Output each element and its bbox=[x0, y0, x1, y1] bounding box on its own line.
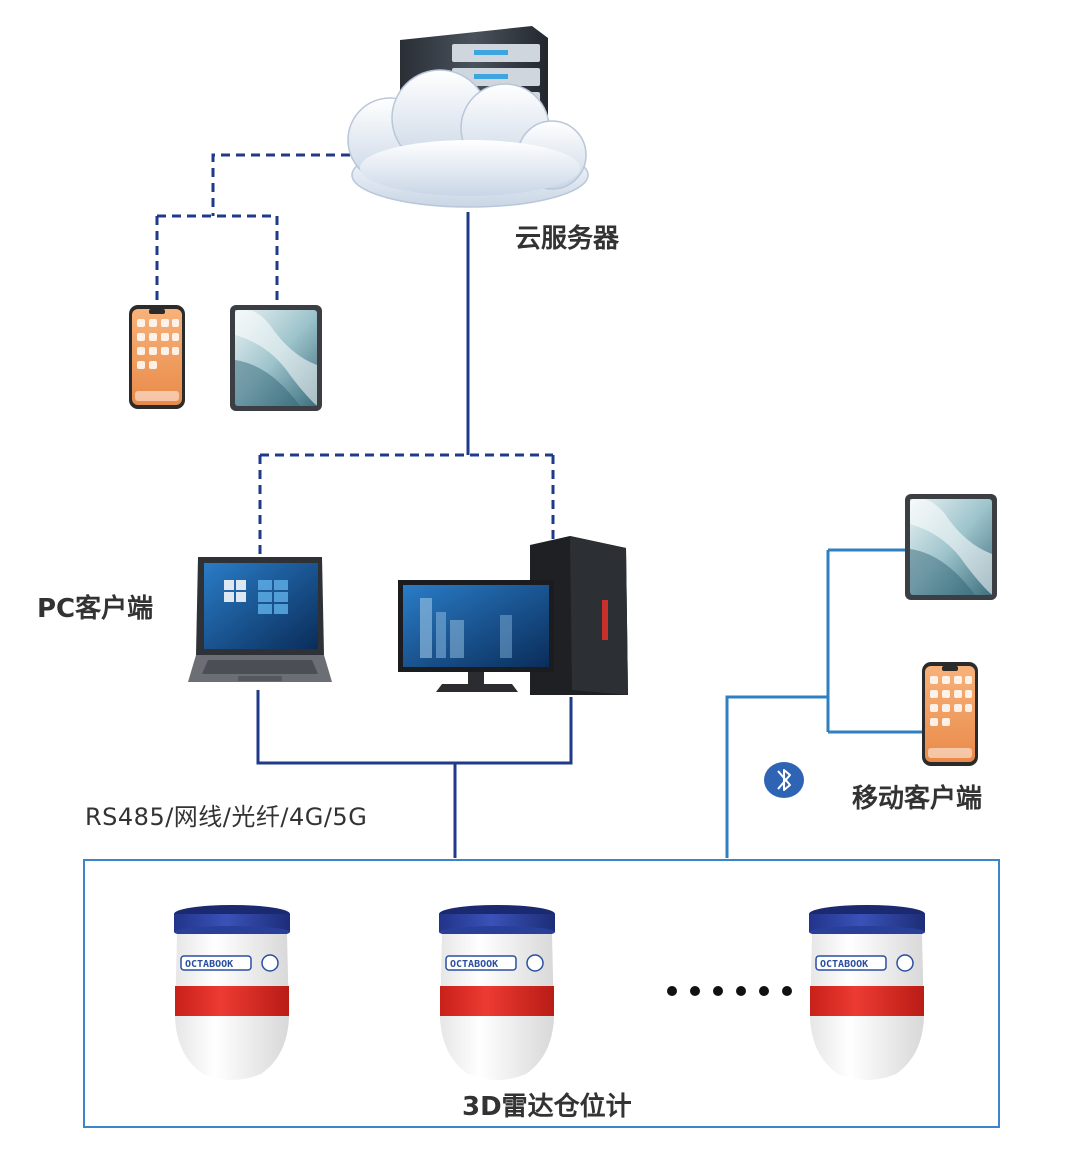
ellipsis-dots bbox=[667, 986, 792, 996]
cloud-server-label: 云服务器 bbox=[515, 224, 620, 254]
radar-level-meter-icon bbox=[173, 904, 291, 1081]
mobile-tablet bbox=[905, 494, 997, 600]
radar-level-meter-icon bbox=[808, 904, 926, 1081]
connection-lines bbox=[155, 153, 922, 858]
cloud-icon bbox=[347, 69, 589, 208]
smartphone-icon bbox=[922, 662, 978, 766]
solid-link-pcs-to-radar bbox=[256, 690, 573, 858]
radar-level-meter-3 bbox=[808, 904, 926, 1081]
pc-client-label: PC客户端 bbox=[37, 594, 154, 624]
cloud-tablet bbox=[230, 305, 322, 411]
bluetooth-icon bbox=[764, 762, 804, 798]
cloud-server bbox=[347, 26, 589, 208]
radar-level-meter-1 bbox=[173, 904, 291, 1081]
dashed-link-to-pcs bbox=[258, 453, 555, 555]
connection-types-label: RS485/网线/光纤/4G/5G bbox=[85, 803, 368, 831]
laptop-icon bbox=[188, 557, 332, 682]
cloud-smartphone bbox=[129, 305, 185, 409]
radar-meter-label: 3D雷达仓位计 bbox=[462, 1092, 632, 1122]
desktop-computer-icon bbox=[398, 536, 628, 695]
mobile-client-label: 移动客户端 bbox=[852, 784, 983, 814]
radar-group-frame bbox=[83, 859, 1000, 1128]
radar-level-meter-icon bbox=[438, 904, 556, 1081]
mobile-smartphone bbox=[922, 662, 978, 766]
mobile-client-link bbox=[725, 548, 922, 858]
dashed-link-cloud-to-mobiles bbox=[155, 153, 350, 305]
tablet-icon bbox=[905, 494, 997, 600]
tablet-icon bbox=[230, 305, 322, 411]
radar-level-meter-2 bbox=[438, 904, 556, 1081]
smartphone-icon bbox=[129, 305, 185, 409]
